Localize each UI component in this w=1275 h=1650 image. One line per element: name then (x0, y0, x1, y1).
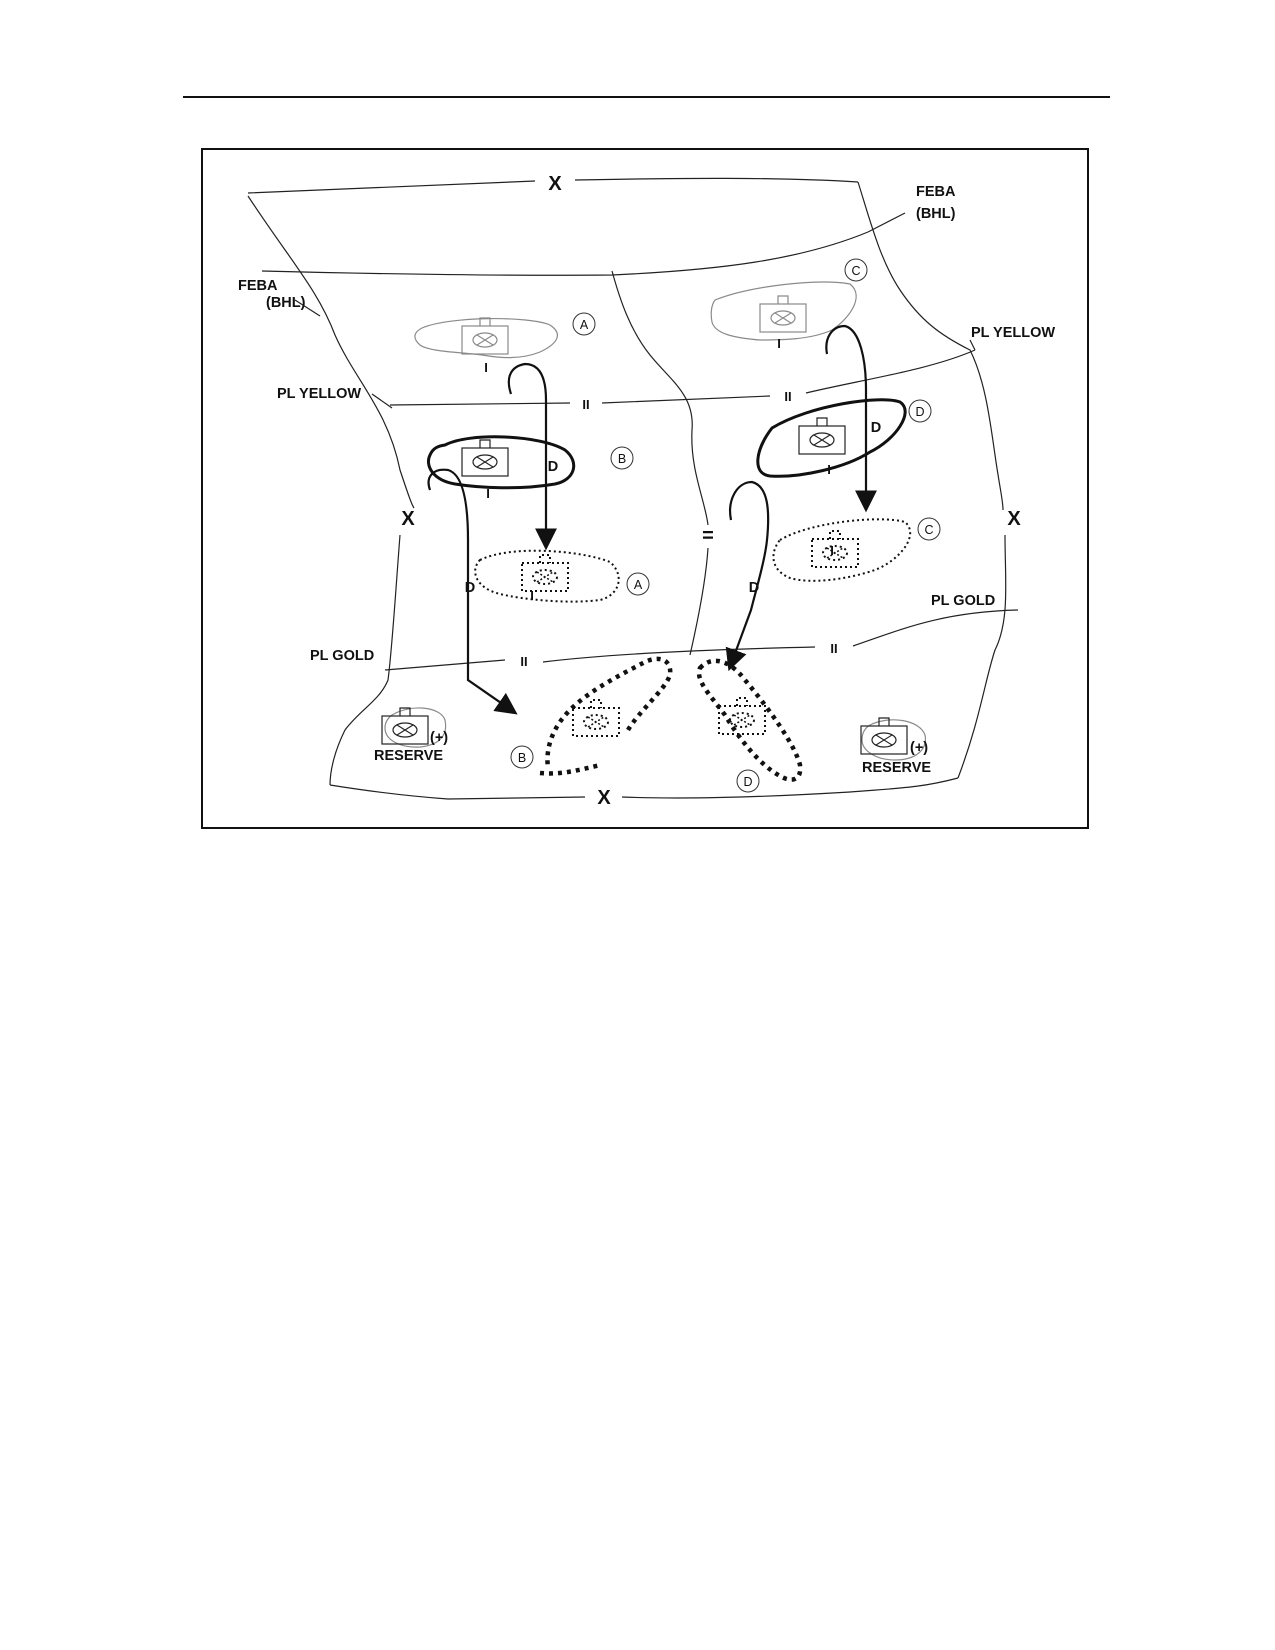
delay-mark-a: D (548, 459, 558, 475)
platoon-d2-symbol (718, 697, 766, 735)
position-badge-d2: D (736, 769, 760, 793)
reserve-left-label: RESERVE (374, 748, 443, 764)
feba-left-label: FEBA (238, 278, 278, 294)
left-boundary-label: X (401, 508, 415, 530)
bn-boundary-gold-left: II (520, 654, 527, 669)
svg-text:B: B (618, 452, 626, 466)
top-boundary-line (247, 177, 859, 194)
position-d1 (756, 398, 907, 478)
reserve-left-outline (384, 707, 447, 748)
platoon-b2-symbol (572, 699, 620, 737)
pl-gold-line (384, 609, 1019, 671)
platoon-d1-symbol (798, 417, 846, 455)
echelon-mark-c1: I (777, 336, 781, 351)
reserve-right-symbol (860, 717, 908, 755)
bn-boundary-yellow-right: II (784, 389, 791, 404)
echelon-mark-b1: I (486, 486, 490, 501)
feba-right-label: FEBA (916, 184, 956, 200)
delay-arrow-a (507, 362, 557, 551)
position-badge-a2: A (626, 572, 650, 596)
platoon-c2-symbol (811, 530, 859, 568)
echelon-mark-c2: I (830, 543, 834, 558)
reserve-left-plus: (+) (430, 730, 448, 746)
feba-right-leader (867, 212, 906, 233)
pl-gold-right-label: PL GOLD (931, 593, 995, 609)
delay-arrow-d (725, 480, 770, 672)
bn-boundary-gold-right: II (830, 641, 837, 656)
diagram-frame (201, 148, 1089, 829)
position-a2-dotted (474, 549, 620, 603)
delay-mark-d: D (749, 580, 759, 596)
top-boundary-label: X (548, 173, 562, 195)
reserve-right-label: RESERVE (862, 760, 931, 776)
svg-text:A: A (580, 318, 589, 332)
echelon-mark-a1: I (484, 360, 488, 375)
platoon-a2-symbol (521, 554, 569, 592)
old-platoon-a1-symbol (461, 317, 509, 355)
svg-text:D: D (743, 775, 752, 789)
position-badge-b2: B (510, 745, 534, 769)
svg-text:C: C (851, 264, 860, 278)
position-badge-a1: A (572, 312, 596, 336)
position-badge-c2: C (917, 517, 941, 541)
position-b2-dotted-heavy (539, 656, 673, 776)
old-platoon-c1-symbol (759, 295, 807, 333)
pl-yellow-right-leader (969, 339, 976, 351)
echelon-mark-a2: I (530, 588, 534, 603)
position-badge-b1: B (610, 446, 634, 470)
svg-text:B: B (518, 751, 526, 765)
center-boundary-line (611, 270, 709, 656)
old-position-a1 (414, 318, 558, 359)
right-boundary-label: X (1007, 508, 1021, 530)
pl-gold-left-label: PL GOLD (310, 648, 374, 664)
delay-arrow-c (825, 324, 877, 513)
header-rule (183, 96, 1110, 98)
pl-yellow-line (389, 349, 976, 406)
center-boundary-label: = (702, 525, 714, 547)
bottom-boundary-line (329, 777, 959, 800)
bhl-right-label: (BHL) (916, 206, 956, 222)
pl-yellow-left-leader (371, 393, 393, 409)
echelon-mark-d1: I (827, 462, 831, 477)
svg-text:D: D (915, 405, 924, 419)
svg-text:A: A (634, 578, 643, 592)
right-boundary-line (857, 181, 1007, 779)
delay-mark-b: D (465, 580, 475, 596)
bhl-left-label: (BHL) (266, 295, 306, 311)
feba-line (261, 231, 869, 276)
position-badge-d1: D (908, 399, 932, 423)
pl-yellow-left-label: PL YELLOW (277, 386, 361, 402)
delay-mark-c: D (871, 420, 881, 436)
bn-boundary-yellow-left: II (582, 397, 589, 412)
old-position-c1 (710, 281, 857, 341)
platoon-b1-symbol (461, 439, 509, 477)
position-b1 (427, 435, 576, 490)
pl-yellow-right-label: PL YELLOW (971, 325, 1055, 341)
reserve-right-outline (861, 719, 926, 761)
position-badge-c1: C (844, 258, 868, 282)
bottom-boundary-label: X (597, 787, 611, 809)
feba-left-leader (294, 299, 321, 317)
left-boundary-line (247, 195, 415, 786)
delay-arrow-b (427, 468, 518, 715)
position-c2-dotted (772, 518, 912, 582)
svg-text:C: C (924, 523, 933, 537)
reserve-right-plus: (+) (910, 740, 928, 756)
position-d2-dotted-heavy (696, 658, 803, 782)
